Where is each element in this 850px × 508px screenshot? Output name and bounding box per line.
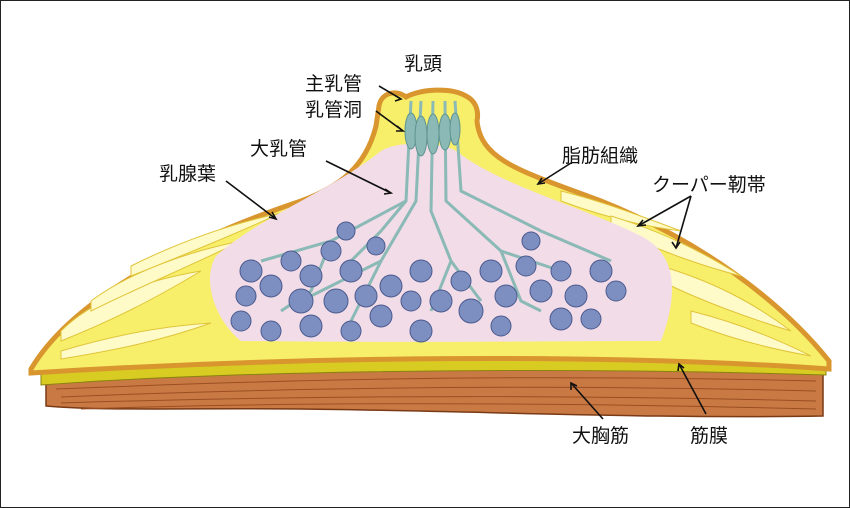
label-cooper-ligament: クーパー靭帯 [652,176,766,195]
label-mammary-lobe: 乳腺葉 [159,165,216,184]
label-large-duct: 大乳管 [250,140,307,159]
label-lactiferous-sinus: 乳管洞 [305,101,362,120]
label-nipple: 乳頭 [404,55,442,74]
label-fat-tissue: 脂肪組織 [562,147,638,166]
label-main-duct: 主乳管 [305,75,362,94]
label-pectoralis-major: 大胸筋 [572,427,629,446]
label-fascia: 筋膜 [690,427,728,446]
